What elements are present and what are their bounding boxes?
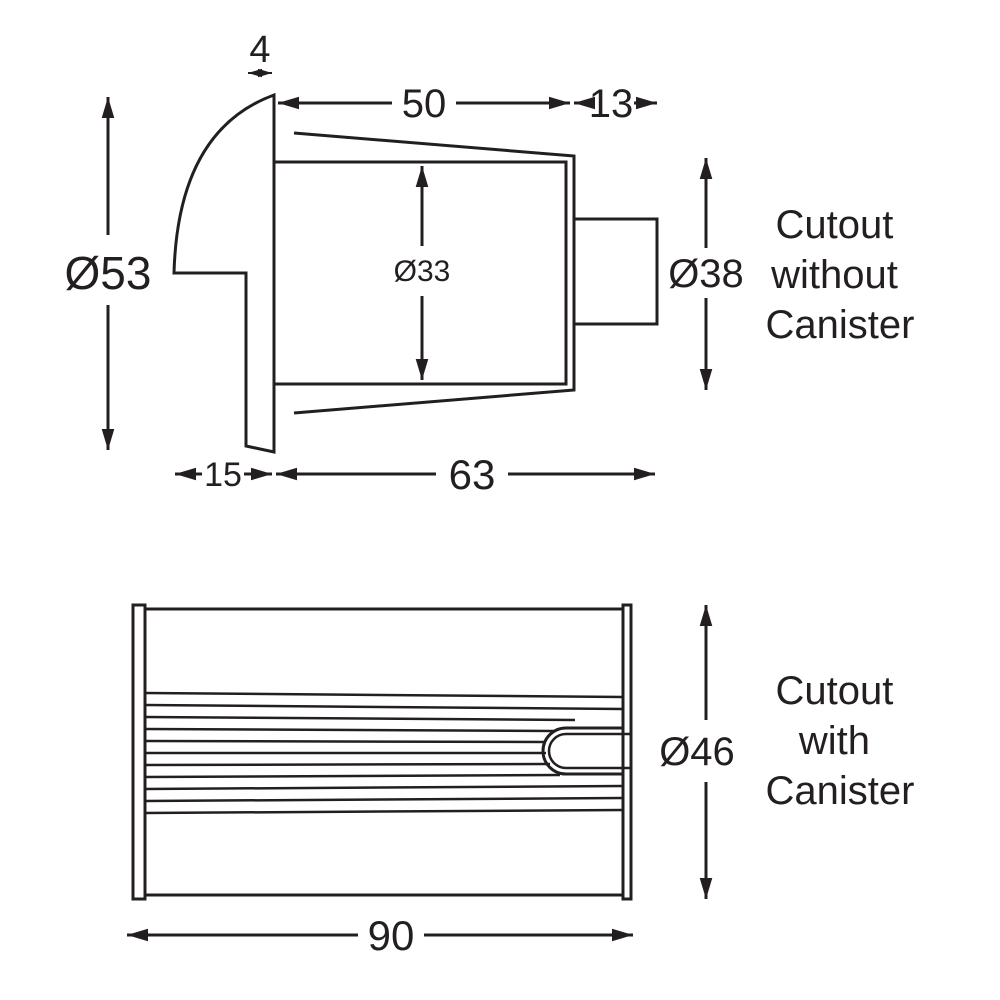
end-cap [572,217,659,326]
dim-canister-length-text: 90 [368,912,415,959]
label-with-canister-line-1: Cutout [776,669,894,713]
bottom-view: Ø46 90 Cutout with Canister [127,603,915,959]
label-with-canister-line-2: with [798,719,870,763]
canister-body-outline [145,607,625,897]
dim-canister-diameter: Ø46 [659,605,735,899]
label-with-canister: Cutout with Canister [766,669,915,813]
dim-body-length-text: 50 [402,82,447,126]
dim-cutout-diameter-text: Ø38 [668,252,744,296]
dim-flange-thickness: 4 [248,29,272,78]
canister-left-rim [131,603,147,901]
dim-body-diameter: Ø33 [394,166,451,380]
label-with-canister-line-3: Canister [766,769,915,813]
dim-canister-diameter-text: Ø46 [659,730,735,774]
dim-cutout-diameter: Ø38 [668,158,744,390]
label-without-canister-line-1: Cutout [776,203,894,247]
dim-total-length-text: 63 [449,451,496,498]
dim-flange-depth: 15 [175,456,272,494]
dim-flange-diameter-text: Ø53 [65,247,152,299]
dim-end-length-text: 13 [589,82,634,126]
dim-flange-depth-text: 15 [204,456,242,494]
dim-flange-thickness-text: 4 [249,29,270,71]
canister-ribs [144,691,624,815]
dim-body-diameter-text: Ø33 [394,255,451,288]
label-without-canister: Cutout without Canister [766,203,915,347]
label-without-canister-line-2: without [770,253,898,297]
dim-total-length: 63 [276,451,655,498]
top-view: 4 50 13 Ø53 Ø33 Ø38 [65,29,915,498]
label-without-canister-line-3: Canister [766,303,915,347]
body-outline [274,160,568,386]
canister-notch-inner [547,732,630,770]
canister-right-rim [621,603,633,901]
dim-body-length: 50 [278,82,570,126]
dim-flange-diameter: Ø53 [65,97,152,450]
dim-end-length: 13 [574,82,657,126]
flange-outline [172,92,276,454]
dim-canister-length: 90 [127,912,633,959]
